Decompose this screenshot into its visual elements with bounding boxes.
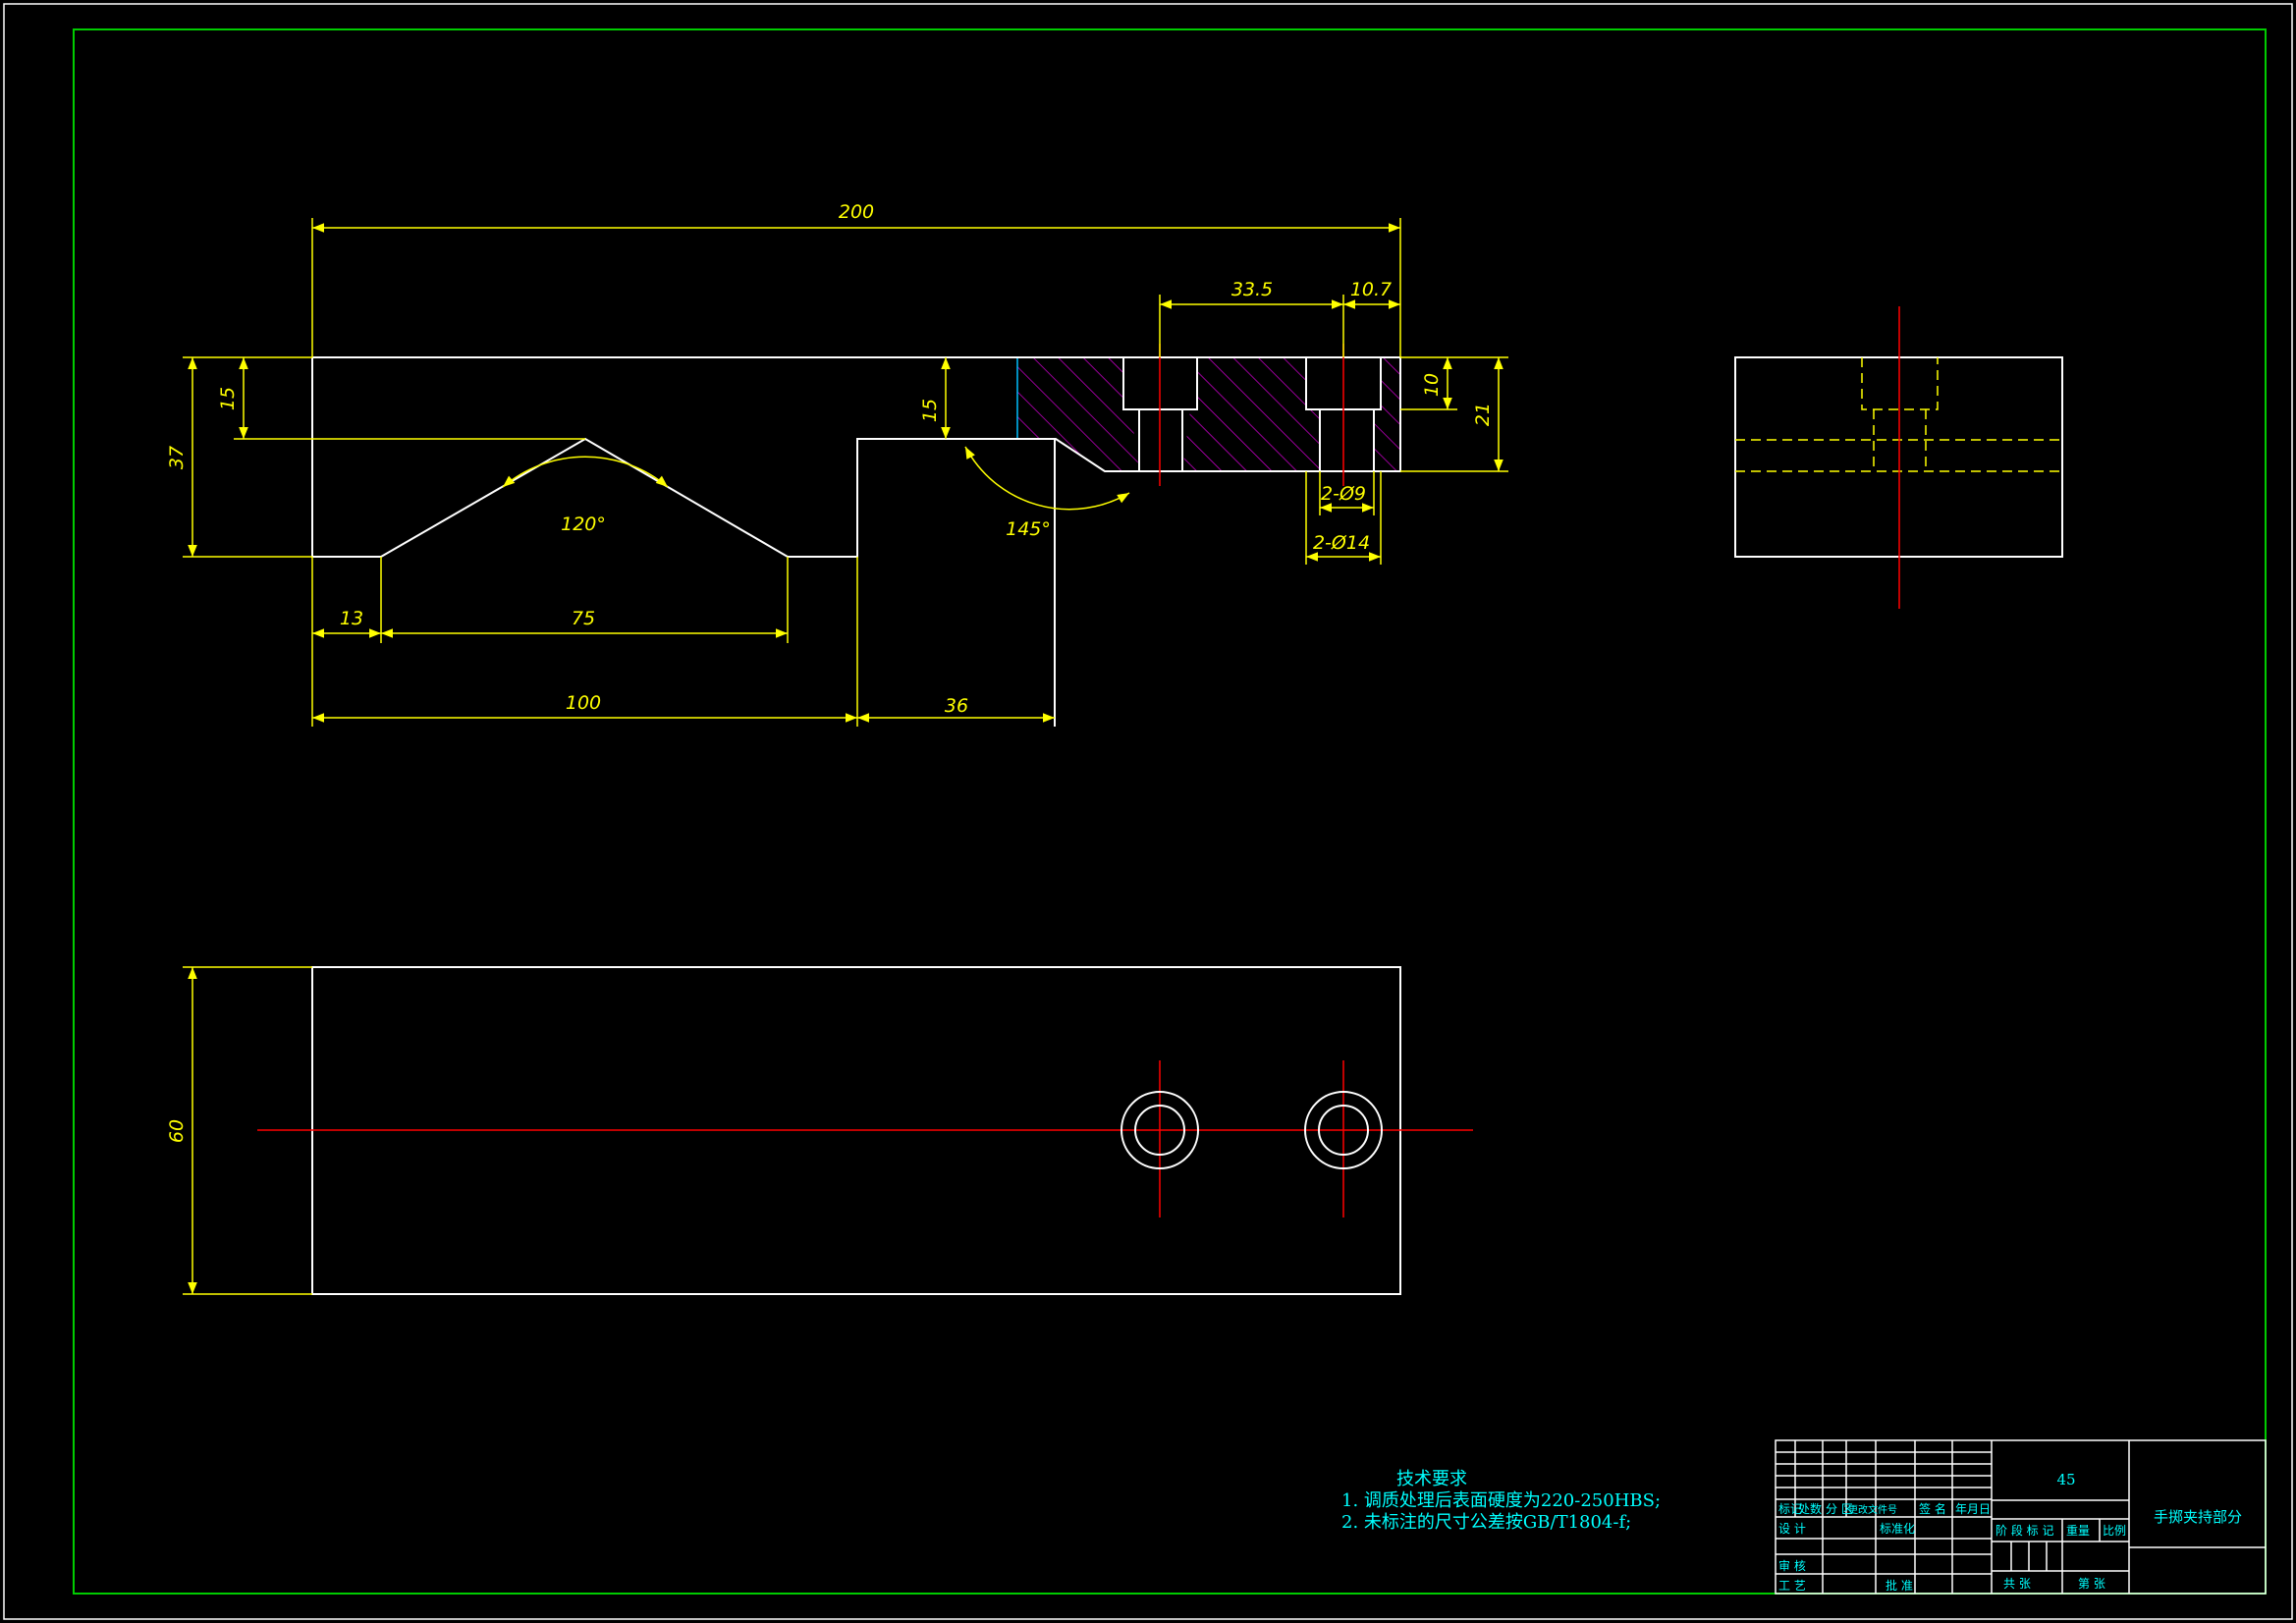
tb-hdr-docno: 更改文件号: [1848, 1503, 1897, 1516]
title-block: 45 手掷夹持部分 标记 处数 分 区 更改文件号 签 名 年月日 设 计 标准…: [1775, 1439, 2267, 1595]
tb-design: 设 计: [1778, 1522, 1806, 1536]
dim-left-offset: 13: [340, 608, 363, 629]
tb-hdr-sign: 签 名: [1919, 1501, 1946, 1516]
front-view: [311, 344, 1401, 727]
tb-part-name: 手掷夹持部分: [2154, 1508, 2242, 1526]
dim-block-depth: 15: [919, 399, 941, 422]
hole-left: [1121, 1091, 1199, 1169]
dim-step-width: 36: [945, 695, 968, 717]
dim-edge-to-hole: 10.7: [1350, 279, 1392, 300]
notes-line-2: 2. 未标注的尺寸公差按GB/T1804-f;: [1341, 1512, 1631, 1533]
dim-v-angle: 120°: [561, 514, 606, 535]
outer-border: [3, 3, 2293, 1620]
dim-overall-length: 200: [839, 201, 874, 223]
dim-to-step: 100: [566, 692, 601, 714]
tb-hdr-mark: 标记: [1778, 1502, 1802, 1516]
tb-hdr-zone: 分 区: [1826, 1502, 1853, 1516]
dim-v-depth: 15: [217, 387, 239, 410]
dim-total-height: 37: [166, 446, 188, 469]
tb-standardize: 标准化: [1880, 1522, 1915, 1536]
technical-notes: 技术要求 1. 调质处理后表面硬度为220-250HBS; 2. 未标注的尺寸公…: [1341, 1469, 1661, 1533]
dim-v-width: 75: [572, 608, 595, 629]
notes-title: 技术要求: [1396, 1469, 1467, 1489]
tb-total: 共 张: [2003, 1577, 2031, 1591]
tb-material: 45: [2056, 1471, 2075, 1488]
tb-approve: 批 准: [1886, 1578, 1913, 1593]
dim-counterbore-depth: 10: [1421, 373, 1443, 397]
front-dimension-labels: 200 33.5 10.7 37 15 15 10 21 120° 145° 1…: [166, 201, 1494, 717]
tb-hdr-count: 处数: [1798, 1501, 1822, 1516]
dim-width: 60: [166, 1119, 188, 1143]
inner-frame: [73, 28, 2267, 1595]
section-hatch: [1016, 357, 1400, 471]
tb-hdr-date: 年月日: [1955, 1502, 1991, 1516]
counterbore-left: [1122, 357, 1198, 471]
dim-hole-small: 2-Ø9: [1321, 483, 1366, 505]
part-outline: [311, 356, 1401, 558]
front-dimensions: [183, 218, 1508, 727]
tb-stage-mark: 阶 段 标 记: [1995, 1523, 2053, 1538]
tb-sheet: 第 张: [2078, 1577, 2105, 1591]
dim-counterbore-spacing: 33.5: [1231, 279, 1273, 300]
tb-process: 工 艺: [1778, 1579, 1806, 1593]
tb-weight: 重量: [2066, 1524, 2090, 1538]
hole-right: [1304, 1091, 1383, 1169]
dim-step-height: 21: [1472, 403, 1494, 426]
dim-hole-large: 2-Ø14: [1313, 532, 1370, 554]
tb-review: 审 核: [1778, 1558, 1806, 1573]
notes-line-1: 1. 调质处理后表面硬度为220-250HBS;: [1341, 1490, 1661, 1511]
side-view: [1734, 306, 2063, 609]
top-view: 60: [166, 966, 1473, 1295]
dim-chamfer-angle: 145°: [1006, 518, 1051, 540]
tb-scale: 比例: [2103, 1524, 2126, 1538]
